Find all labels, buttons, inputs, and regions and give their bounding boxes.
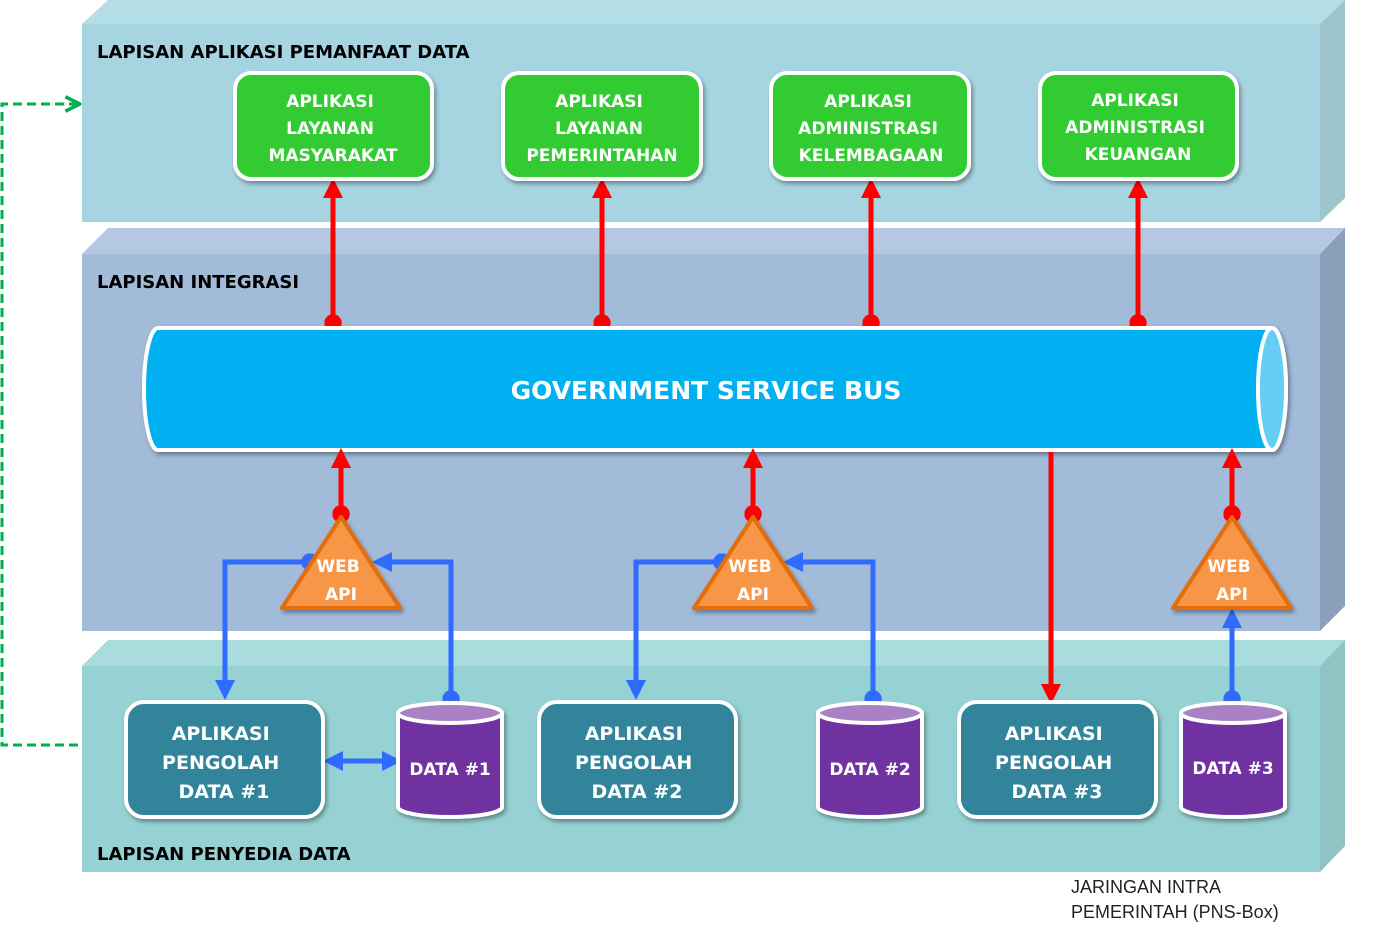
database-1-label: DATA #1 xyxy=(409,760,490,780)
api-1-to-processor-1 xyxy=(215,553,319,700)
processor-box-1[interactable] xyxy=(124,700,325,819)
app-box-4[interactable] xyxy=(1038,71,1239,181)
layer-integration-top-face xyxy=(82,228,1345,254)
app-box-2[interactable] xyxy=(501,71,703,181)
processor-box-3-label: APLIKASI PENGOLAH DATA #3 xyxy=(995,723,1119,803)
database-2-label: DATA #2 xyxy=(829,760,910,780)
database-1-to-api-1 xyxy=(372,552,460,708)
layer-data-provider-title: LAPISAN PENYEDIA DATA xyxy=(97,844,351,865)
processor-box-1-label: APLIKASI PENGOLAH DATA #1 xyxy=(162,723,286,803)
intranet-links-api xyxy=(331,448,1242,704)
app-box-2-label: APLIKASI LAYANAN PEMERINTAHAN xyxy=(526,92,677,166)
app-box-4-label: APLIKASI ADMINISTRASI KEUANGAN xyxy=(1065,91,1211,165)
app-box-1[interactable] xyxy=(233,71,434,181)
database-3-label: DATA #3 xyxy=(1192,759,1273,779)
api-2-to-processor-2 xyxy=(626,553,731,700)
database-2[interactable] xyxy=(816,701,924,819)
web-api-1[interactable] xyxy=(280,515,402,610)
web-api-1-label: WEB API xyxy=(316,557,365,605)
intranet-links-up xyxy=(323,178,1148,332)
government-service-bus[interactable] xyxy=(142,326,1288,452)
layer-data-provider-top-face xyxy=(82,640,1345,666)
app-box-3[interactable] xyxy=(769,71,971,181)
bus-label: GOVERNMENT SERVICE BUS xyxy=(511,376,902,405)
app-box-3-label: APLIKASI ADMINISTRASI KELEMBAGAAN xyxy=(798,92,944,166)
layer-application-title: LAPISAN APLIKASI PEMANFAAT DATA xyxy=(97,42,470,63)
layer-data-provider-side-face xyxy=(1320,640,1345,872)
layer-application-top-face xyxy=(82,0,1345,24)
feedback-dashed-connector xyxy=(0,104,78,747)
database-3[interactable] xyxy=(1179,701,1287,819)
database-2-to-api-2 xyxy=(783,552,882,708)
app-box-1-label: APLIKASI LAYANAN MASYARAKAT xyxy=(268,92,397,166)
legend-intranet-label: JARINGAN INTRA PEMERINTAH (PNS-Box) xyxy=(1071,877,1279,922)
layer-integration-side-face xyxy=(1320,228,1345,631)
web-api-3[interactable] xyxy=(1171,515,1293,610)
web-api-2-label: WEB API xyxy=(728,557,777,605)
bus-end-cap xyxy=(1256,326,1288,452)
processor-box-2[interactable] xyxy=(537,700,738,819)
layer-integration-title: LAPISAN INTEGRASI xyxy=(97,272,299,293)
database-1[interactable] xyxy=(396,701,504,819)
web-api-2[interactable] xyxy=(692,515,814,610)
processor-box-2-label: APLIKASI PENGOLAH DATA #2 xyxy=(575,723,699,803)
legend: JARINGAN INTRA PEMERINTAH (PNS-Box) xyxy=(971,877,1279,922)
processor-box-3[interactable] xyxy=(957,700,1158,819)
web-api-3-label: WEB API xyxy=(1207,557,1256,605)
api-links xyxy=(215,552,1242,771)
layer-application-side-face xyxy=(1320,0,1345,222)
